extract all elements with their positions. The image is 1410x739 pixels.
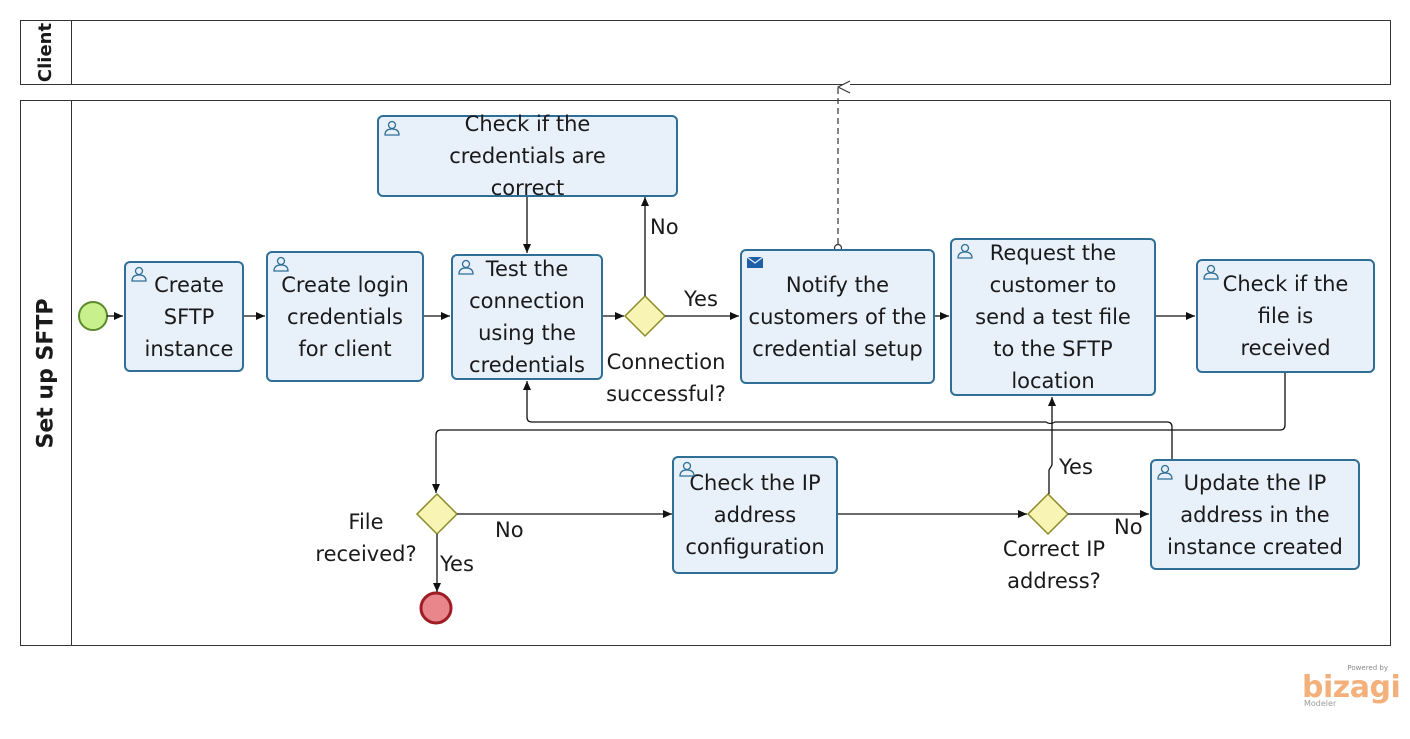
flow-ip-gateway-yes-to-request [1048,397,1056,494]
user-task-icon [1157,464,1173,480]
gateway-label-correct-ip: Correct IP address? [1002,537,1106,593]
task-check-file-received[interactable]: Check if the file is received [1196,259,1375,373]
edge-label-ip-no: No [1114,515,1143,539]
user-task-icon [1203,264,1219,280]
task-check-ip-configuration[interactable]: Check the IP address configuration [672,456,838,574]
task-label: Check if the file is received [1222,272,1349,360]
edge-label-file-yes: Yes [440,552,474,576]
flow-update-to-test [523,381,1173,460]
start-event[interactable] [78,301,108,331]
client-pool: Client [20,20,1391,85]
task-label: Check the IP address configuration [685,471,825,559]
task-label: Create SFTP instance [144,272,234,361]
task-create-sftp-instance[interactable]: Create SFTP instance [124,261,244,372]
task-test-connection[interactable]: Test the connection using the credential… [451,254,603,380]
bizagi-branding: Powered by bizagi Modeler [1302,664,1401,708]
task-update-ip-address[interactable]: Update the IP address in the instance cr… [1150,459,1360,570]
end-event[interactable] [419,591,453,625]
task-label: Test the connection using the credential… [469,257,585,377]
modeler-text: Modeler [1304,699,1337,708]
user-task-icon [273,256,289,272]
gateway-label-connection-successful: Connection successful? [606,350,726,406]
task-label: Update the IP address in the instance cr… [1167,470,1343,559]
client-pool-header: Client [21,21,72,84]
edge-label-file-no: No [495,518,524,542]
user-task-icon [679,461,695,477]
user-task-icon [131,266,147,282]
gateway-file-received[interactable] [415,492,459,536]
edge-label-connection-yes: Yes [684,287,718,311]
user-task-icon [384,120,400,136]
gateway-correct-ip[interactable] [1026,492,1070,536]
task-label: Check if the credentials are correct [449,112,606,200]
bizagi-logo: bizagi [1302,670,1401,705]
flow-check-file-to-file-gateway [432,373,1286,493]
task-label: Notify the customers of the credential s… [748,272,927,361]
task-label: Create login credentials for client [281,272,409,361]
user-task-icon [458,259,474,275]
sftp-pool-header: Set up SFTP [21,101,72,645]
powered-by-text: Powered by [1347,664,1388,672]
task-request-test-file[interactable]: Request the customer to send a test file… [950,238,1156,396]
user-task-icon [957,243,973,259]
task-create-login-credentials[interactable]: Create login credentials for client [266,251,424,382]
gateway-label-file-received: File received? [315,510,417,566]
task-check-credentials[interactable]: Check if the credentials are correct [377,112,678,200]
edge-label-connection-no: No [650,215,679,239]
edge-label-ip-yes: Yes [1059,455,1093,479]
task-label: Request the customer to send a test file… [975,241,1131,393]
send-task-envelope-icon [746,256,764,268]
gateway-connection-successful[interactable] [623,294,667,338]
task-notify-customers[interactable]: Notify the customers of the credential s… [740,249,935,384]
